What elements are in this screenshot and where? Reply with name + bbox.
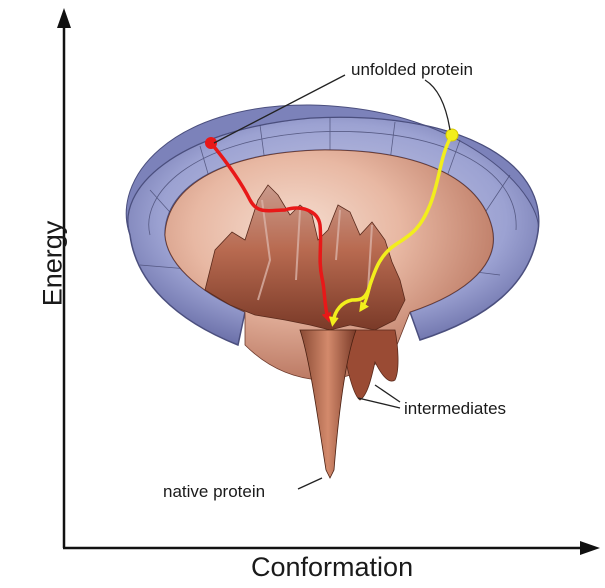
leader-native	[298, 478, 322, 489]
unfolded-protein-label: unfolded protein	[351, 60, 473, 80]
leader-unfolded-to-yellow	[425, 80, 450, 130]
native-protein-label: native protein	[163, 482, 265, 502]
funnel	[126, 105, 538, 478]
y-axis-arrowhead	[57, 8, 71, 28]
y-axis-label: Energy	[38, 209, 69, 319]
x-axis-label: Conformation	[251, 552, 413, 583]
x-axis-arrowhead	[580, 541, 600, 555]
intermediates-label: intermediates	[404, 399, 506, 419]
leader-intermediates-b	[375, 385, 400, 402]
leader-intermediates-a	[358, 398, 400, 408]
native-spike	[300, 330, 356, 478]
